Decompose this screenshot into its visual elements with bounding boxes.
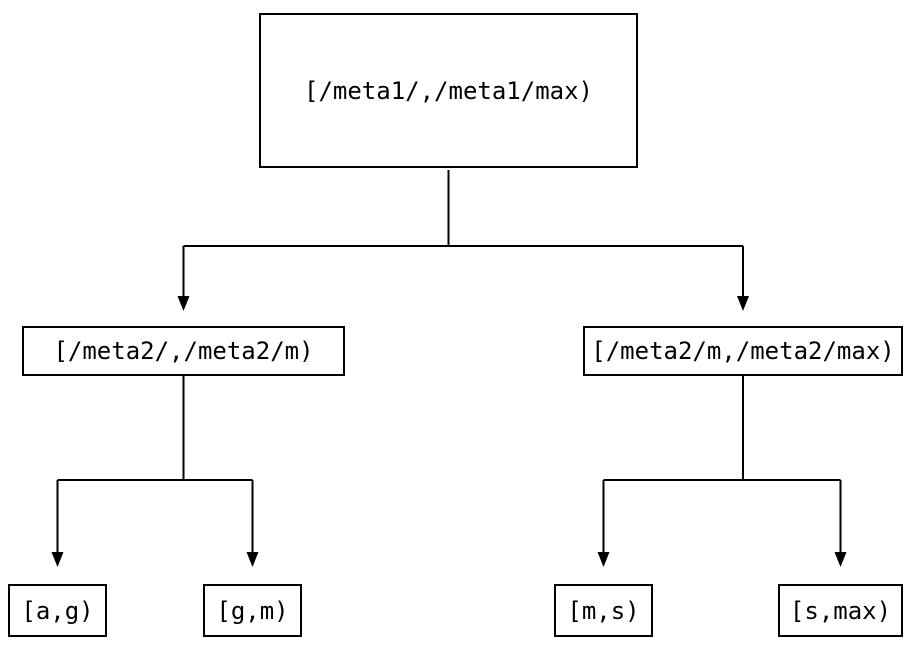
node-level2-right-label: [/meta2/m,/meta2/max)	[591, 337, 895, 365]
node-leaf-ag-label: [a,g)	[21, 596, 94, 625]
node-leaf-smax-label: [s,max)	[789, 596, 892, 625]
node-leaf-ms: [m,s)	[554, 584, 653, 637]
node-level2-left-label: [/meta2/,/meta2/m)	[53, 337, 314, 365]
arrowhead-down-icon	[834, 552, 847, 567]
node-leaf-ms-label: [m,s)	[567, 596, 640, 625]
arrowhead-down-icon	[51, 552, 64, 567]
arrowhead-down-icon	[737, 296, 749, 311]
node-root-label: [/meta1/,/meta1/max)	[304, 76, 593, 105]
node-leaf-smax: [s,max)	[778, 584, 903, 637]
node-leaf-gm: [g,m)	[203, 584, 302, 637]
node-leaf-gm-label: [g,m)	[216, 596, 289, 625]
arrowhead-down-icon	[246, 552, 259, 567]
node-leaf-ag: [a,g)	[8, 584, 107, 637]
connector-root-to-level2	[182, 170, 744, 297]
node-level2-left: [/meta2/,/meta2/m)	[22, 326, 345, 376]
connector-right-to-leaves	[602, 376, 842, 553]
node-level2-right: [/meta2/m,/meta2/max)	[583, 326, 903, 376]
node-root: [/meta1/,/meta1/max)	[259, 13, 638, 168]
arrowhead-down-icon	[597, 552, 610, 567]
connector-left-to-leaves	[56, 376, 254, 553]
arrowhead-down-icon	[177, 296, 190, 311]
